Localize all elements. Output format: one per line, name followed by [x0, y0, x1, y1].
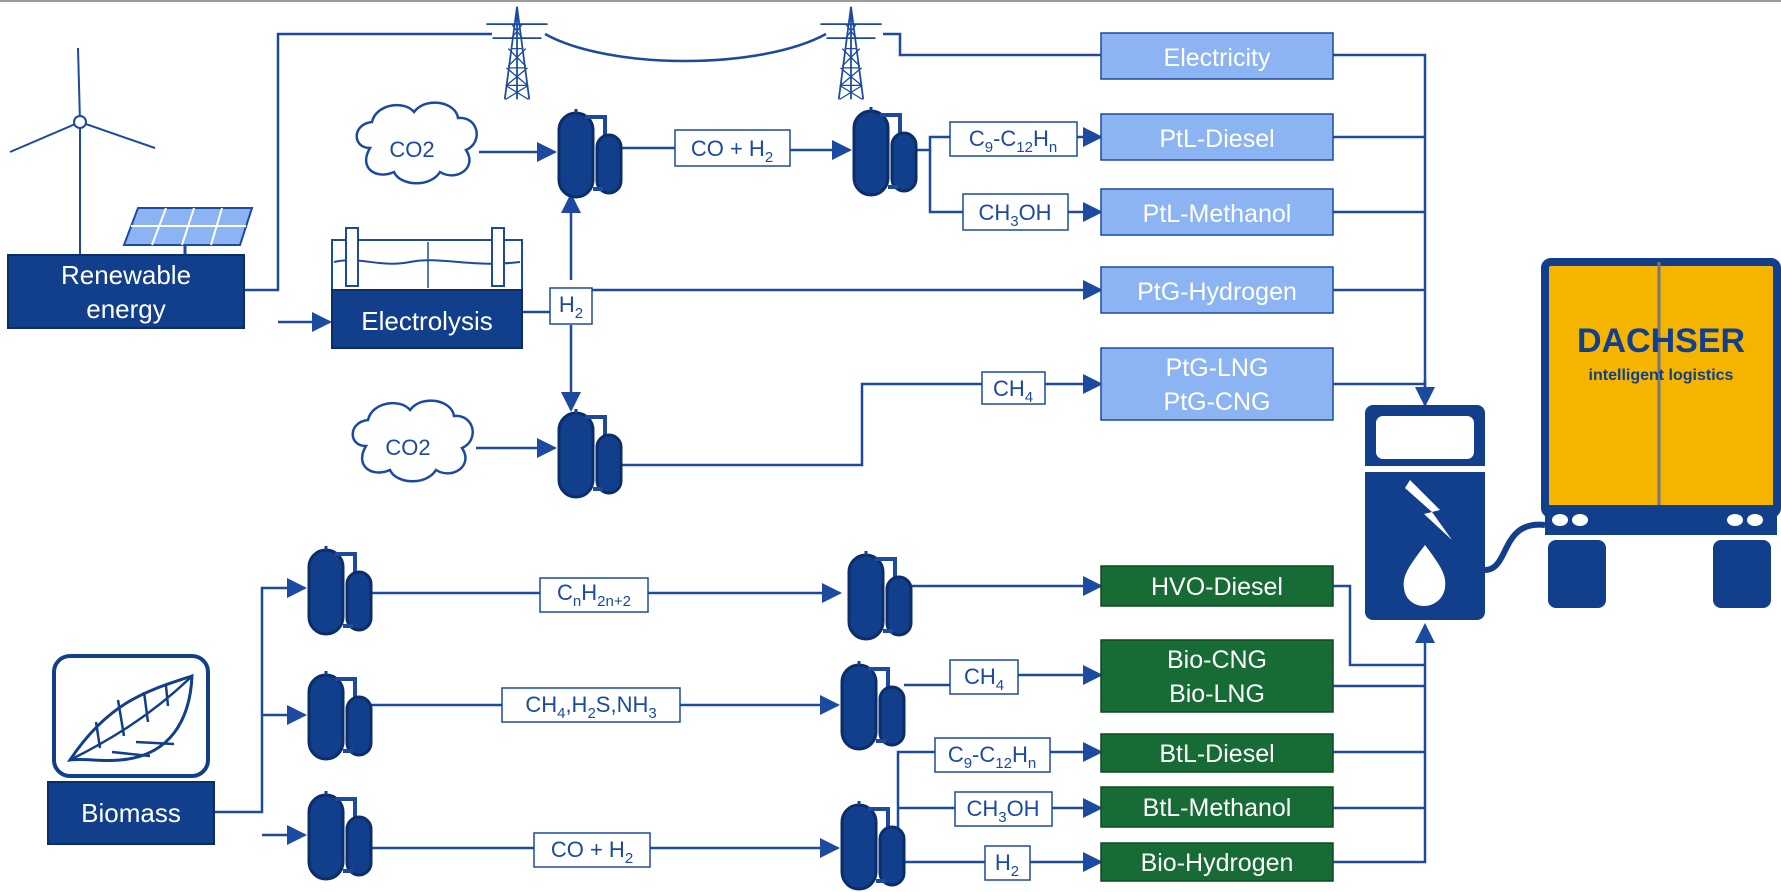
svg-text:PtG-CNG: PtG-CNG [1164, 388, 1271, 416]
wind-turbine-icon [9, 47, 156, 255]
synthesis-reactor-icon [842, 801, 904, 889]
solar-panel-icon [122, 207, 254, 255]
co-h2-label-bio: CO + H2 [533, 832, 651, 868]
svg-text:PtG-LNG: PtG-LNG [1166, 354, 1269, 382]
top-border-line [0, 0, 1781, 2]
product-bio-hydrogen: Bio-Hydrogen [1100, 842, 1334, 882]
svg-text:Biomass: Biomass [81, 798, 181, 828]
svg-text:Electricity: Electricity [1164, 44, 1271, 72]
svg-text:Bio-Hydrogen: Bio-Hydrogen [1141, 849, 1294, 877]
ch4-label-bio: CH4 [949, 659, 1019, 695]
h2-node-label: H2 [549, 287, 593, 325]
svg-text:CO2: CO2 [385, 435, 430, 460]
co2-cloud-bottom: CO2 [351, 399, 474, 483]
connector-lines [214, 32, 1546, 872]
svg-text:energy: energy [86, 294, 166, 324]
power-tower-icon [485, 5, 549, 101]
fischer-tropsch-reactor-icon [854, 107, 916, 195]
reactor-icon [849, 551, 911, 639]
hydrotreatment-reactor-icon [309, 546, 371, 634]
svg-text:Bio-CNG: Bio-CNG [1167, 646, 1267, 674]
leaf-icon [52, 654, 210, 778]
biomass-box: Biomass [47, 781, 215, 845]
svg-text:Renewable: Renewable [61, 260, 191, 290]
product-ptg-lng-cng: PtG-LNG PtG-CNG [1100, 347, 1334, 421]
truck-tagline: intelligent logistics [1589, 367, 1734, 384]
product-ptl-diesel: PtL-Diesel [1100, 113, 1334, 161]
methanation-reactor-icon [559, 409, 621, 497]
fermentation-reactor-icon [309, 671, 371, 759]
product-ptl-methanol: PtL-Methanol [1100, 188, 1334, 236]
biogas-label: CH4,H2S,NH3 [501, 687, 681, 723]
c9-c12-label-top: C9-C12Hn [949, 121, 1078, 157]
svg-text:HVO-Diesel: HVO-Diesel [1151, 573, 1283, 601]
truck-brand: DACHSER [1577, 322, 1745, 360]
gasification-reactor-icon [309, 791, 371, 879]
svg-text:PtG-Hydrogen: PtG-Hydrogen [1137, 278, 1297, 306]
electrolysis-box: Electrolysis [331, 289, 523, 349]
c9-c12-label-bio: C9-C12Hn [934, 737, 1051, 773]
h2-label-bio: H2 [984, 845, 1031, 881]
product-electricity: Electricity [1100, 32, 1334, 80]
svg-text:Bio-LNG: Bio-LNG [1169, 680, 1265, 708]
svg-text:BtL-Methanol: BtL-Methanol [1143, 794, 1292, 822]
dachser-truck-icon: DACHSER intelligent logistics [1541, 258, 1781, 608]
ch3oh-label-top: CH3OH [962, 193, 1069, 231]
co2-cloud-top: CO2 [355, 101, 478, 185]
power-tower-icon [819, 5, 883, 101]
cnh2n2-label: CnH2n+2 [539, 577, 649, 613]
svg-text:BtL-Diesel: BtL-Diesel [1159, 740, 1274, 768]
product-btl-diesel: BtL-Diesel [1100, 733, 1334, 773]
svg-text:PtL-Diesel: PtL-Diesel [1159, 125, 1274, 153]
svg-text:Electrolysis: Electrolysis [361, 306, 492, 336]
ch4-label-top: CH4 [981, 371, 1046, 406]
product-ptg-hydrogen: PtG-Hydrogen [1100, 266, 1334, 314]
product-hvo-diesel: HVO-Diesel [1100, 565, 1334, 607]
gas-upgrading-reactor-icon [842, 661, 904, 749]
svg-text:PtL-Methanol: PtL-Methanol [1143, 200, 1292, 228]
fuel-pump-icon [1365, 405, 1485, 620]
co-h2-label-top: CO + H2 [674, 129, 791, 167]
renewable-energy-box: Renewable energy [7, 254, 245, 329]
synthesis-reactor-icon [559, 109, 621, 197]
electrolyzer-icon [331, 227, 523, 291]
svg-text:CO2: CO2 [389, 137, 434, 162]
product-bio-cng-lng: Bio-CNG Bio-LNG [1100, 639, 1334, 713]
product-btl-methanol: BtL-Methanol [1100, 786, 1334, 828]
ch3oh-label-bio: CH3OH [954, 791, 1053, 827]
